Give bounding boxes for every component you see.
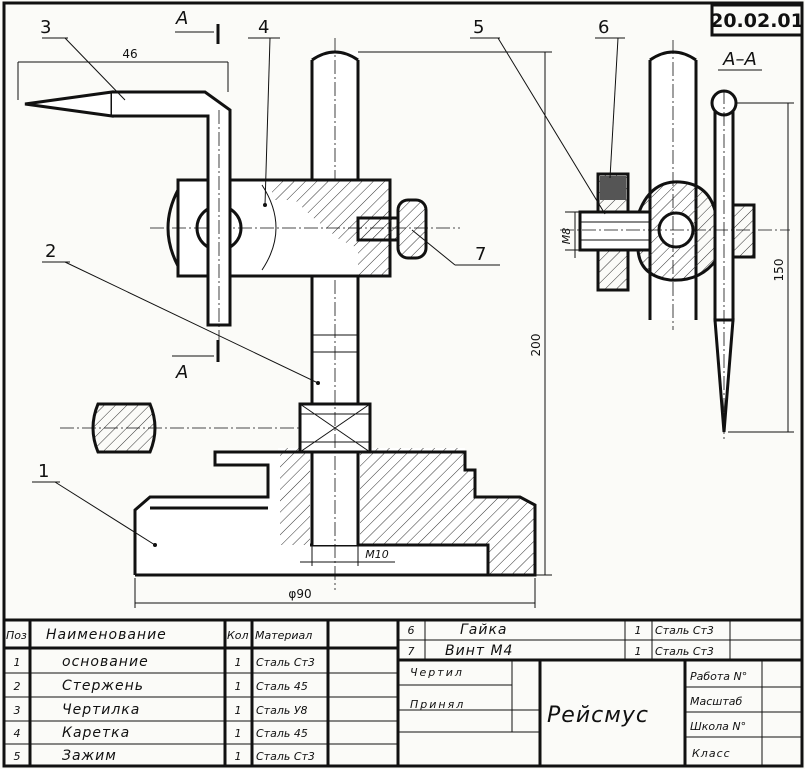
parts-table <box>4 618 802 766</box>
svg-text:Стержень: Стержень <box>62 678 144 694</box>
scriber-section <box>60 402 300 454</box>
header-name: Наименование <box>46 627 167 643</box>
svg-text:Сталь Ст3: Сталь Ст3 <box>655 624 714 637</box>
callout-leaders <box>32 37 500 547</box>
table-row: 1 основание 1 Сталь Ст3 <box>14 654 315 670</box>
svg-text:4: 4 <box>14 727 21 740</box>
callout-5: 5 <box>473 17 484 38</box>
svg-text:Винт М4: Винт М4 <box>445 643 513 659</box>
svg-text:6: 6 <box>408 624 415 637</box>
table-row: 4 Каретка 1 Сталь 45 <box>14 725 308 741</box>
header-pos: Поз <box>6 629 27 642</box>
callout-2: 2 <box>45 241 56 262</box>
svg-text:1: 1 <box>635 624 642 637</box>
header-material: Материал <box>255 629 312 642</box>
svg-text:Сталь Ст3: Сталь Ст3 <box>256 750 315 763</box>
svg-text:основание: основание <box>62 654 149 670</box>
table-row: 5 Зажим 1 Сталь Ст3 <box>14 748 315 764</box>
table-row: 6 Гайка 1 Сталь Ст3 <box>408 622 714 638</box>
svg-text:Сталь У8: Сталь У8 <box>256 704 308 717</box>
label-work-no: Работа N° <box>690 670 747 683</box>
dim-phi90: φ90 <box>288 587 311 601</box>
svg-text:Сталь Ст3: Сталь Ст3 <box>256 656 315 669</box>
svg-text:1: 1 <box>235 727 242 740</box>
svg-text:1: 1 <box>235 704 242 717</box>
svg-text:Сталь Ст3: Сталь Ст3 <box>655 645 714 658</box>
label-class: Класс <box>692 747 731 760</box>
section-label: А–А <box>722 49 757 70</box>
table-row: 2 Стержень 1 Сталь 45 <box>14 678 308 694</box>
svg-text:1: 1 <box>235 656 242 669</box>
cut-letter-bottom: А <box>175 362 188 383</box>
svg-text:3: 3 <box>14 704 21 717</box>
label-accepted: Принял <box>410 698 465 711</box>
scriber-part <box>24 90 232 340</box>
svg-text:1: 1 <box>235 750 242 763</box>
dimension-lines: 46 200 φ90 M10 <box>17 47 552 608</box>
drawing-number: 20.02.01 <box>710 10 804 32</box>
svg-text:Каретка: Каретка <box>62 725 130 741</box>
label-school-no: Школа N° <box>690 720 746 733</box>
callout-3: 3 <box>40 17 51 38</box>
svg-text:1: 1 <box>635 645 642 658</box>
svg-text:5: 5 <box>14 750 21 763</box>
svg-text:Гайка: Гайка <box>460 622 508 638</box>
screw-part <box>396 198 428 260</box>
table-row: 7 Винт М4 1 Сталь Ст3 <box>408 643 714 659</box>
label-scale: Масштаб <box>690 695 742 708</box>
callout-6: 6 <box>598 17 609 38</box>
svg-text:Зажим: Зажим <box>62 748 117 764</box>
drawing-title: Рейсмус <box>547 703 649 728</box>
header-qty: Кол <box>227 629 249 642</box>
svg-text:2: 2 <box>14 680 21 693</box>
svg-text:Сталь 45: Сталь 45 <box>256 727 308 740</box>
dim-150: 150 <box>772 259 786 282</box>
dim-46: 46 <box>122 47 137 61</box>
svg-text:1: 1 <box>235 680 242 693</box>
svg-text:7: 7 <box>408 645 415 658</box>
table-row: 3 Чертилка 1 Сталь У8 <box>14 702 308 718</box>
callout-1: 1 <box>38 461 49 482</box>
svg-text:Сталь 45: Сталь 45 <box>256 680 308 693</box>
cut-line-a: А А <box>172 8 220 383</box>
drawing-number-box: 20.02.01 <box>710 3 804 37</box>
callout-4: 4 <box>258 17 269 38</box>
callout-7: 7 <box>475 244 486 265</box>
svg-text:1: 1 <box>14 656 21 669</box>
svg-text:Чертилка: Чертилка <box>62 702 140 718</box>
label-drew: Чертил <box>410 666 464 679</box>
dim-200: 200 <box>529 334 543 357</box>
dim-m8: M8 <box>560 228 573 245</box>
cut-letter-top: А <box>175 8 188 29</box>
section-view: M8 150 <box>470 37 794 440</box>
dim-m10: M10 <box>365 548 389 561</box>
